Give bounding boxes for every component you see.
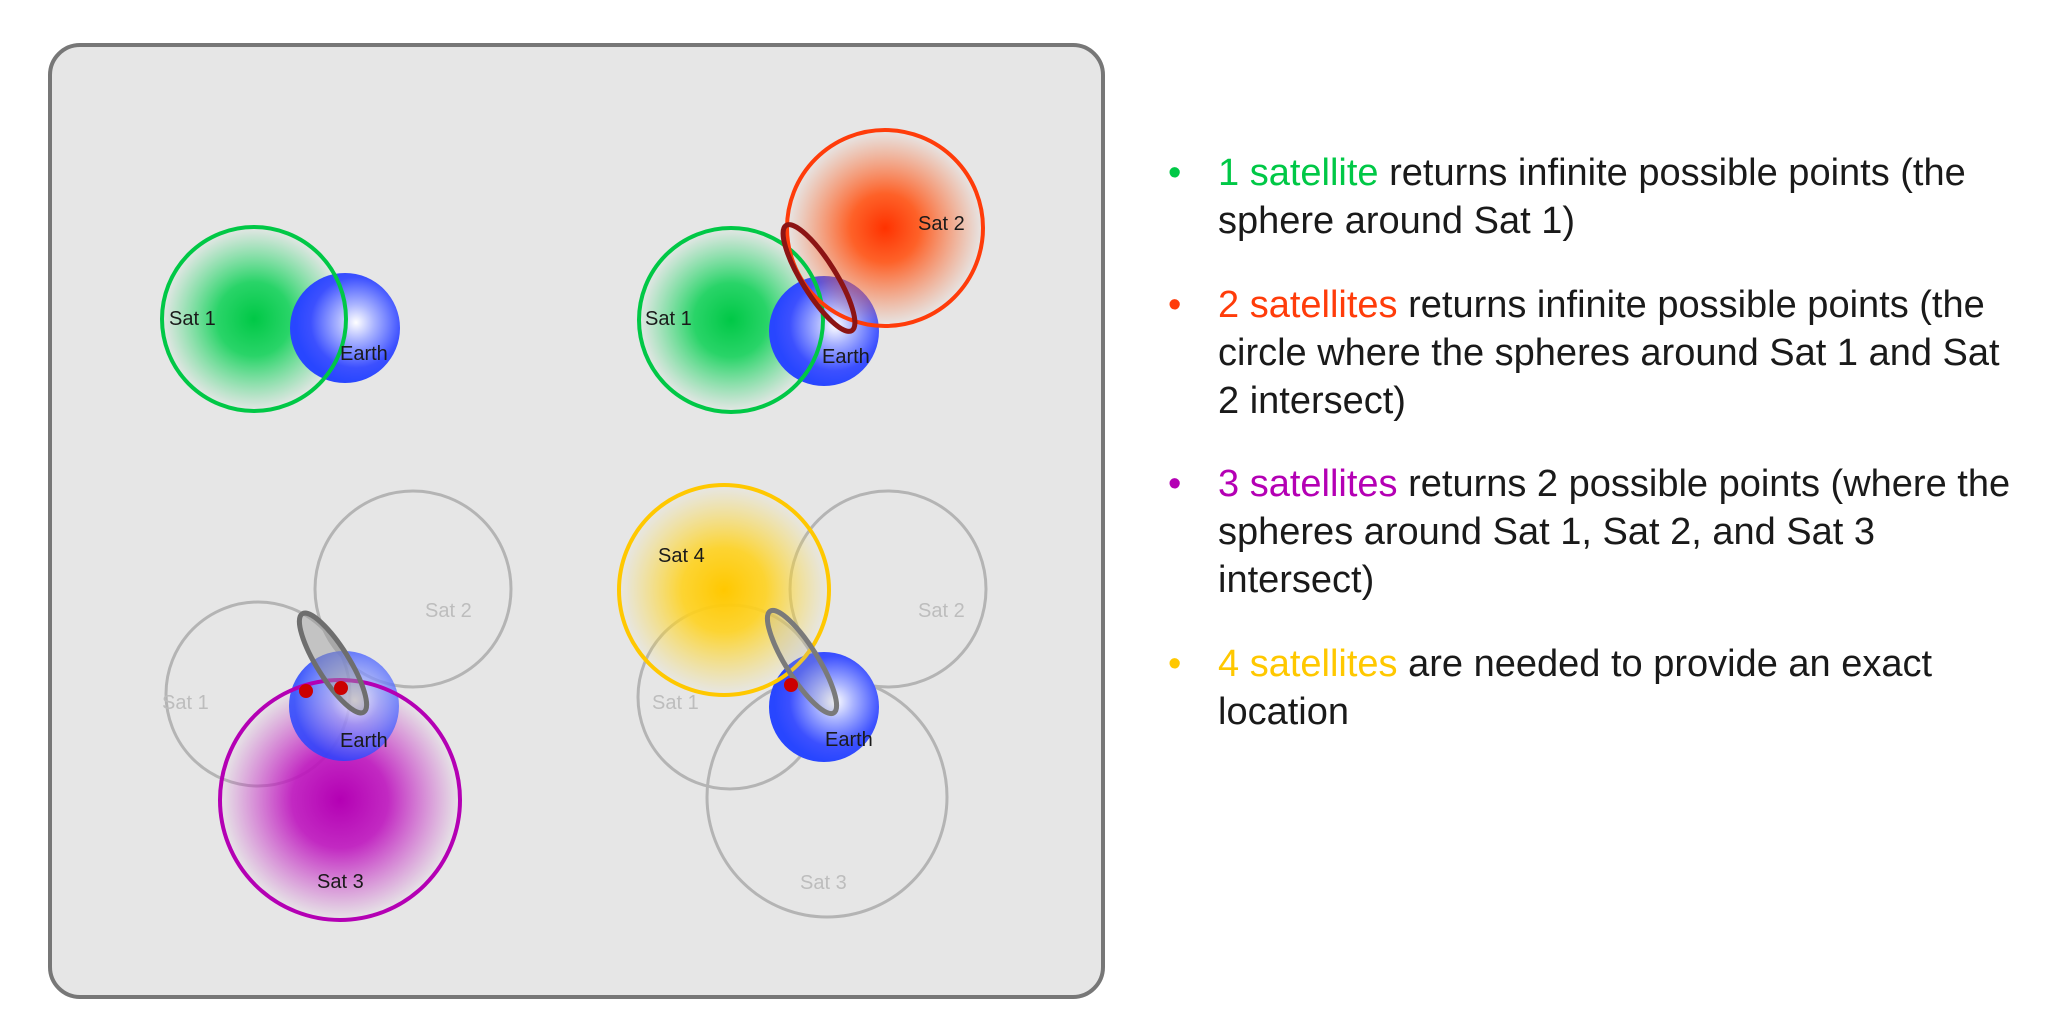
panel-2-satellites: Sat 1 Sat 2 Earth — [637, 128, 985, 414]
sat1-sphere-fill — [639, 228, 823, 412]
bullet-icon: • — [1168, 283, 1182, 326]
sat4-label: Sat 4 — [658, 545, 705, 567]
earth-label: Earth — [822, 346, 870, 368]
sat2-label: Sat 2 — [918, 213, 965, 235]
sat2-label: Sat 2 — [425, 600, 472, 622]
bullet-icon: • — [1168, 643, 1182, 685]
legend-text: returns infinite possible points (the sp… — [1218, 152, 1966, 242]
sat4-sphere-outline — [617, 483, 831, 697]
panel-3-satellites: Sat 1 Sat 2 Sat 3 Earth — [162, 489, 513, 922]
legend-highlight: 1 satellite — [1218, 152, 1379, 194]
bullet-icon: • — [1168, 152, 1182, 194]
panel-1-satellite: Sat 1 Earth — [160, 225, 400, 413]
sat3-sphere-fill — [220, 680, 460, 920]
sat1-sphere-outline — [160, 225, 348, 413]
intersection-circle — [780, 222, 858, 334]
diagram-svg: Sat 1 Earth Sat 1 Sat 2 Earth Sat 1 — [48, 43, 1105, 999]
intersection-point — [299, 684, 313, 698]
panel-4-satellites: Sat 1 Sat 2 Sat 3 Sat 4 Earth — [617, 483, 988, 919]
sat1-sphere-outline — [637, 226, 825, 414]
earth-label: Earth — [340, 730, 388, 752]
sat2-sphere-outline — [785, 128, 985, 328]
sat2-label: Sat 2 — [918, 600, 965, 622]
legend-item-4-satellites: • 4 satellites are needed to provide an … — [1168, 641, 2028, 737]
intersection-circle — [764, 607, 840, 717]
sat1-label: Sat 1 — [652, 692, 699, 714]
legend-text: returns 2 possible points (where the sph… — [1218, 463, 2011, 602]
sat3-label: Sat 3 — [317, 871, 364, 893]
legend-text: returns infinite possible points (the ci… — [1218, 283, 2000, 422]
sat3-sphere-outline — [218, 678, 462, 922]
legend-item-2-satellites: • 2 satellites returns infinite possible… — [1168, 282, 2028, 426]
sat1-label: Sat 1 — [645, 308, 692, 330]
sat1-sphere-fill — [162, 227, 346, 411]
legend-highlight: 2 satellites — [1218, 283, 1398, 326]
intersection-point — [334, 681, 348, 695]
bullet-icon: • — [1168, 463, 1182, 506]
legend-text: are needed to provide an exact location — [1218, 643, 1933, 733]
intersection-circle — [296, 610, 370, 716]
sat2-sphere-outline-faded — [313, 489, 513, 689]
gps-trilateration-diagram: Sat 1 Earth Sat 1 Sat 2 Earth Sat 1 — [38, 33, 1115, 1009]
sat1-label: Sat 1 — [169, 308, 216, 330]
legend-item-3-satellites: • 3 satellites returns 2 possible points… — [1168, 461, 2028, 605]
sat4-sphere-fill — [619, 485, 829, 695]
sat3-label: Sat 3 — [800, 872, 847, 894]
legend-highlight: 3 satellites — [1218, 463, 1398, 506]
legend-list: • 1 satellite returns infinite possible … — [1168, 150, 2028, 773]
exact-location-point — [784, 678, 798, 692]
legend-highlight: 4 satellites — [1218, 643, 1398, 685]
legend-item-1-satellite: • 1 satellite returns infinite possible … — [1168, 150, 2028, 246]
earth-label: Earth — [825, 729, 873, 751]
sat1-label: Sat 1 — [162, 692, 209, 714]
earth-label: Earth — [340, 343, 388, 365]
